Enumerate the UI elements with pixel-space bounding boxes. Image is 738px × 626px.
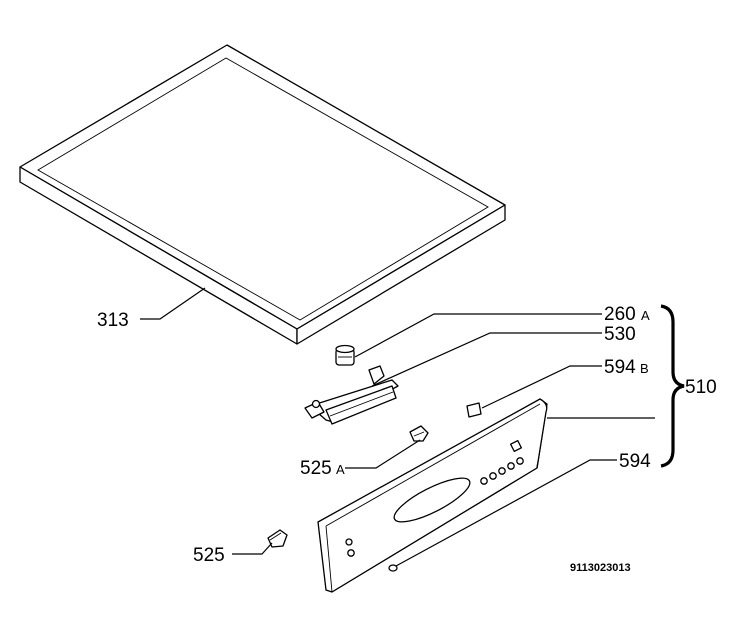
label-510: 510 — [685, 377, 717, 398]
label-594b: 594 — [604, 357, 636, 378]
label-594b-suffix: B — [640, 361, 649, 376]
label-525a: 525 — [300, 458, 332, 479]
label-260a: 260 — [604, 304, 636, 325]
label-260a-suffix: A — [641, 308, 650, 323]
label-594: 594 — [619, 451, 651, 472]
part-594-pin — [388, 564, 398, 572]
part-594b-window — [466, 402, 482, 418]
label-525: 525 — [193, 545, 225, 566]
part-594-control-panel — [317, 398, 548, 593]
leader-lines — [140, 287, 655, 567]
label-313: 313 — [97, 310, 129, 331]
group-510-brace — [660, 304, 685, 468]
callout-labels: 313 260 A 530 594 B 510 525 A 594 525 91… — [97, 304, 717, 574]
drawing-code: 9113023013 — [570, 562, 631, 574]
part-525a-clip — [409, 425, 429, 442]
part-525-knob — [267, 529, 288, 548]
part-313-worktop — [19, 44, 506, 345]
part-260a-bushing — [335, 344, 355, 366]
part-530-bracket — [304, 365, 399, 425]
label-525a-suffix: A — [336, 462, 345, 477]
label-530: 530 — [604, 324, 636, 345]
